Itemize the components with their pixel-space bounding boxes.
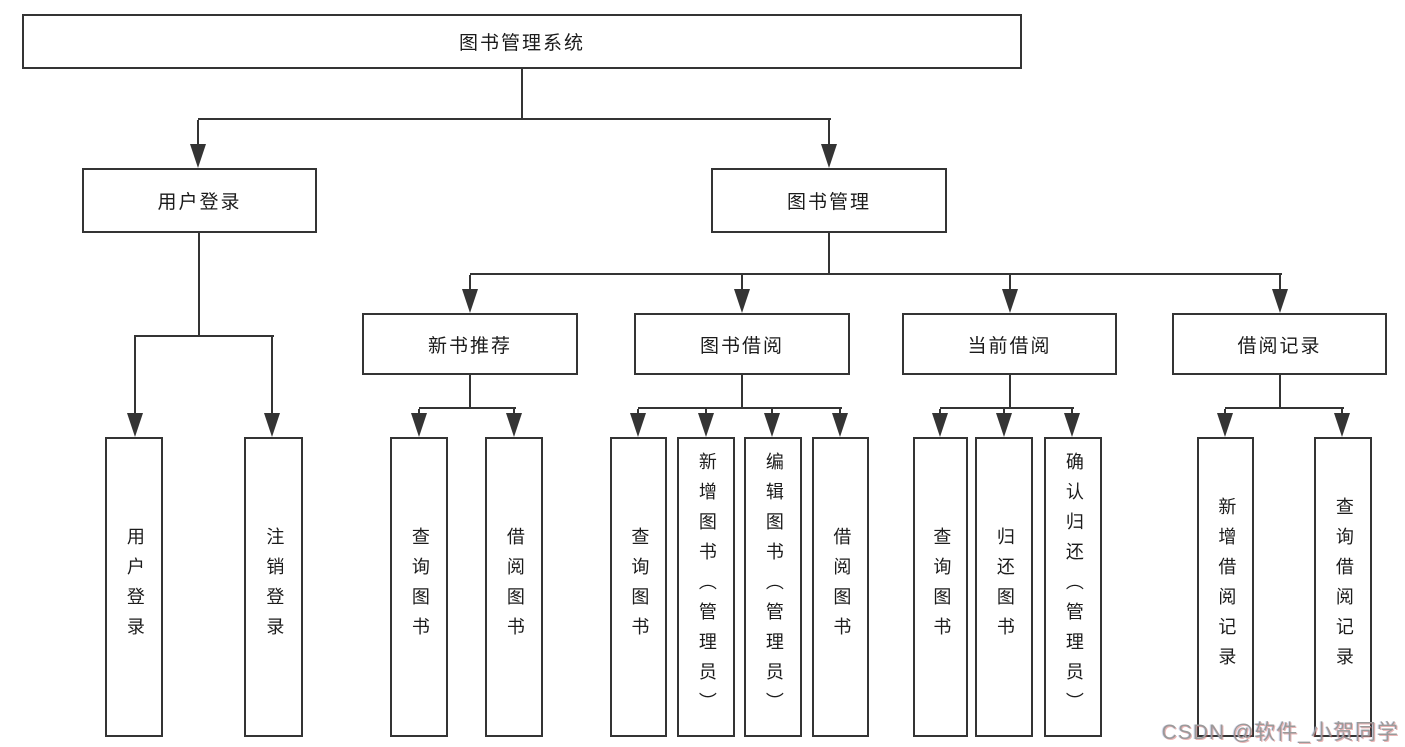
leaf-query-borrow-record: 查询借阅记录 — [1314, 437, 1372, 737]
node-book-management: 图书管理 — [711, 168, 947, 233]
connector-line — [134, 337, 136, 415]
connector-line — [1341, 409, 1343, 415]
leaf-logout: 注销登录 — [244, 437, 303, 737]
node-label: 编辑图书（管理员） — [763, 452, 784, 722]
node-label: 图书管理系统 — [458, 33, 585, 54]
connector-line — [637, 409, 639, 415]
leaf-borrow-books: 借阅图书 — [812, 437, 869, 737]
leaf-user-login: 用户登录 — [105, 437, 163, 737]
node-borrowing-records: 借阅记录 — [1172, 313, 1387, 375]
node-label: 查询图书 — [409, 527, 430, 647]
arrow-down-icon — [734, 289, 750, 313]
connector-line — [1071, 409, 1073, 415]
leaf-query-books: 查询图书 — [390, 437, 448, 737]
arrow-down-icon — [190, 144, 206, 168]
connector-line — [940, 407, 1074, 409]
node-label: 查询图书 — [931, 527, 952, 647]
node-label: 用户登录 — [157, 192, 242, 213]
connector-line — [741, 275, 743, 291]
node-label: 确认归还（管理员） — [1063, 452, 1084, 722]
connector-line — [939, 409, 941, 415]
connector-line — [1003, 409, 1005, 415]
node-label: 注销登录 — [264, 527, 285, 647]
connector-line — [1009, 275, 1011, 291]
node-label: 借阅图书 — [504, 527, 525, 647]
arrow-down-icon — [1217, 413, 1233, 437]
connector-line — [271, 337, 273, 415]
node-label: 新增图书（管理员） — [696, 452, 717, 722]
arrow-down-icon — [1064, 413, 1080, 437]
arrow-down-icon — [127, 413, 143, 437]
connector-line — [705, 409, 707, 415]
node-label: 新增借阅记录 — [1216, 497, 1237, 677]
leaf-confirm-return-admin: 确认归还（管理员） — [1044, 437, 1102, 737]
node-book-borrowing: 图书借阅 — [634, 313, 850, 375]
arrow-down-icon — [462, 289, 478, 313]
arrow-down-icon — [630, 413, 646, 437]
arrow-down-icon — [996, 413, 1012, 437]
node-label: 归还图书 — [994, 527, 1015, 647]
leaf-query-books: 查询图书 — [913, 437, 968, 737]
leaf-edit-book-admin: 编辑图书（管理员） — [744, 437, 802, 737]
connector-line — [469, 275, 471, 291]
node-current-borrowing: 当前借阅 — [902, 313, 1117, 375]
connector-line — [741, 375, 743, 407]
node-label: 图书借阅 — [699, 335, 784, 357]
arrow-down-icon — [1002, 289, 1018, 313]
arrow-down-icon — [1272, 289, 1288, 313]
connector-line — [419, 407, 516, 409]
arrow-down-icon — [506, 413, 522, 437]
connector-line — [469, 375, 471, 407]
connector-line — [1279, 375, 1281, 407]
leaf-borrow-books: 借阅图书 — [485, 437, 543, 737]
connector-line — [638, 407, 842, 409]
node-label: 借阅记录 — [1237, 335, 1322, 357]
watermark: CSDN @软件_小贺同学 — [1161, 721, 1399, 744]
node-label: 用户登录 — [124, 527, 145, 647]
node-label: 新书推荐 — [427, 335, 512, 357]
node-label: 查询借阅记录 — [1333, 497, 1354, 677]
node-label: 借阅图书 — [831, 527, 852, 647]
connector-line — [198, 233, 200, 335]
connector-line — [418, 409, 420, 415]
connector-line — [513, 409, 515, 415]
node-label: 查询图书 — [629, 527, 650, 647]
connector-line — [1009, 375, 1011, 407]
node-library-system: 图书管理系统 — [22, 14, 1022, 69]
leaf-add-book-admin: 新增图书（管理员） — [677, 437, 735, 737]
connector-line — [771, 409, 773, 415]
connector-line — [1224, 409, 1226, 415]
leaf-query-books: 查询图书 — [610, 437, 667, 737]
connector-line — [470, 273, 1282, 275]
arrow-down-icon — [411, 413, 427, 437]
arrow-down-icon — [932, 413, 948, 437]
connector-line — [521, 69, 523, 118]
connector-line — [828, 120, 830, 146]
node-new-book-recommendation: 新书推荐 — [362, 313, 578, 375]
arrow-down-icon — [764, 413, 780, 437]
arrow-down-icon — [264, 413, 280, 437]
connector-line — [198, 118, 831, 120]
leaf-add-borrow-record: 新增借阅记录 — [1197, 437, 1254, 737]
connector-line — [839, 409, 841, 415]
leaf-return-books: 归还图书 — [975, 437, 1033, 737]
connector-line — [134, 335, 274, 337]
node-label: 当前借阅 — [967, 335, 1052, 357]
connector-line — [197, 120, 199, 146]
node-label: 图书管理 — [786, 192, 871, 213]
connector-line — [828, 233, 830, 273]
arrow-down-icon — [821, 144, 837, 168]
node-user-login: 用户登录 — [82, 168, 317, 233]
connector-line — [1279, 275, 1281, 291]
arrow-down-icon — [698, 413, 714, 437]
connector-line — [1225, 407, 1344, 409]
arrow-down-icon — [832, 413, 848, 437]
arrow-down-icon — [1334, 413, 1350, 437]
